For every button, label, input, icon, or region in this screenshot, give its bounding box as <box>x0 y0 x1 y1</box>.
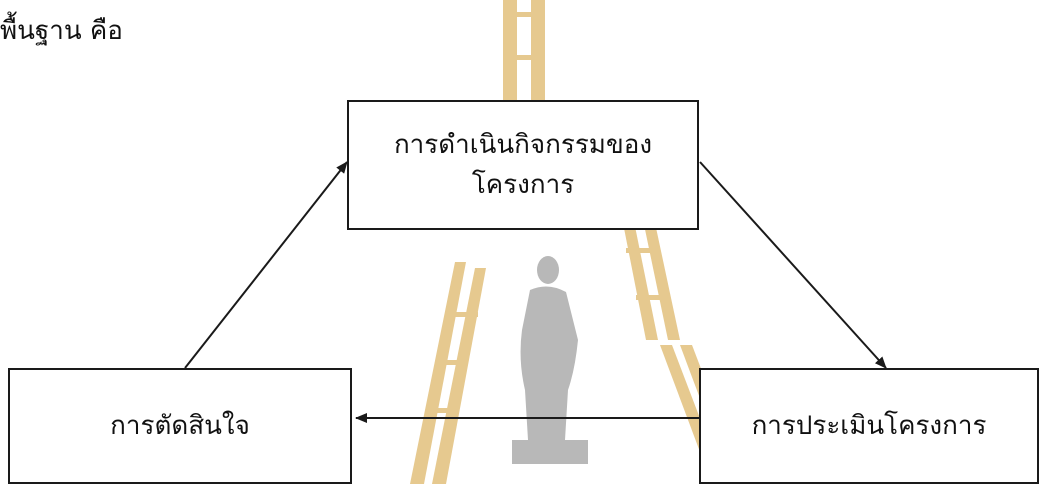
node-project-evaluation-label: การประเมินโครงการ <box>751 410 987 441</box>
statue-figure <box>512 256 588 484</box>
node-project-activities: การดำเนินกิจกรรมของ โครงการ <box>347 100 699 230</box>
node-project-evaluation: การประเมินโครงการ <box>699 368 1039 484</box>
node-project-activities-line2: โครงการ <box>471 170 575 200</box>
node-decision-making-label: การตัดสินใจ <box>110 410 250 441</box>
section-heading: พื้นฐาน คือ <box>0 16 123 46</box>
node-decision-making: การตัดสินใจ <box>8 368 352 484</box>
node-project-activities-line1: การดำเนินกิจกรรมของ <box>393 129 653 160</box>
